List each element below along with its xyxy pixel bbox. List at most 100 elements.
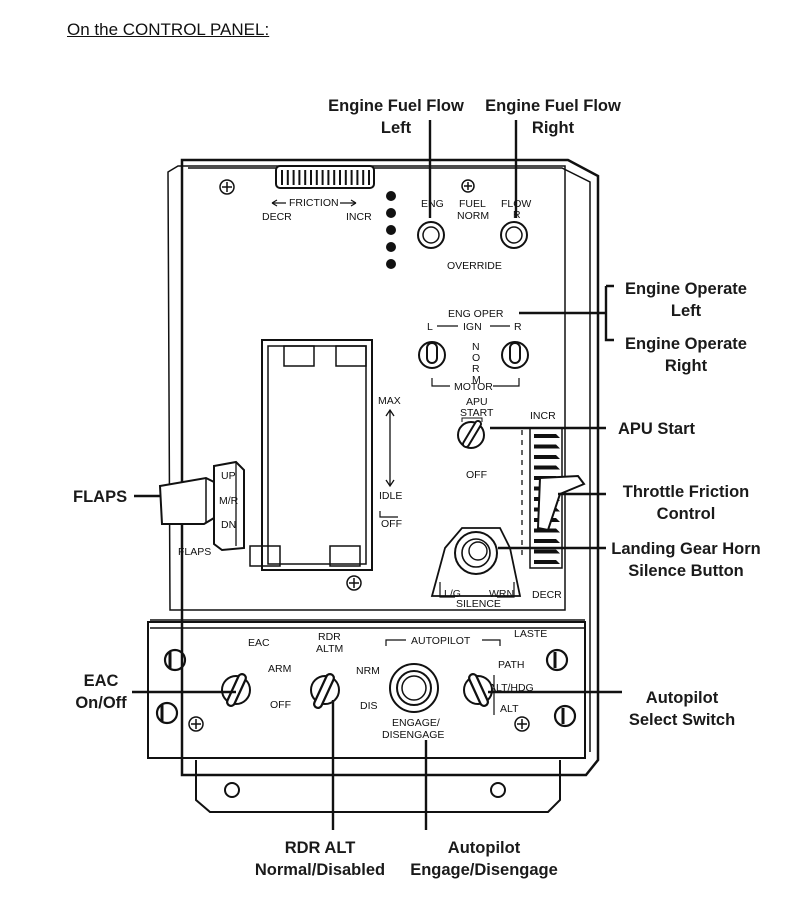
friction-label: FRICTION (289, 197, 339, 209)
callout-flaps: FLAPS (73, 488, 127, 506)
override-label: OVERRIDE (447, 260, 502, 272)
svg-text:Engine Fuel Flow: Engine Fuel Flow (485, 97, 621, 115)
arrow-right-icon (340, 199, 357, 207)
lg-label: L/G (444, 588, 461, 600)
altm-label: ALTM (316, 643, 343, 655)
eac-label: EAC (248, 637, 270, 649)
svg-text:Autopilot: Autopilot (448, 839, 521, 857)
friction-wheel[interactable] (275, 165, 375, 189)
callout-oper-left: Engine Operate Left (625, 280, 747, 320)
eng-label: ENG (421, 198, 444, 210)
max-idle-arrow-icon (385, 408, 395, 488)
svg-text:R: R (472, 363, 480, 375)
callout-autopilot-engage: Autopilot Engage/Disengage (410, 839, 558, 879)
wrn-label: WRN (489, 588, 514, 600)
panel-housing (147, 158, 600, 813)
svg-text:Engine Operate: Engine Operate (625, 335, 747, 353)
throttle-incr-label: INCR (530, 410, 556, 422)
throttle-off-label: OFF (381, 518, 402, 530)
ign-label: IGN (463, 321, 482, 333)
flaps-dn-label: DN (221, 519, 236, 531)
oper-r-label: R (514, 321, 522, 333)
fuel-flow-left-switch[interactable] (417, 221, 445, 249)
alt-label: ALT (500, 703, 519, 715)
svg-text:Control: Control (657, 505, 716, 523)
svg-text:N: N (472, 341, 480, 353)
norm-vertical-label: N O R M (472, 341, 481, 386)
rdr-label: RDR (318, 631, 341, 643)
callout-autopilot-select: Autopilot Select Switch (629, 689, 735, 729)
dis-label: DIS (360, 700, 378, 712)
decr-label: DECR (262, 211, 292, 223)
callout-fuel-right: Engine Fuel Flow Right (485, 97, 621, 137)
svg-text:Engine Fuel Flow: Engine Fuel Flow (328, 97, 464, 115)
autopilot-engage-button[interactable] (389, 663, 439, 713)
svg-text:Right: Right (532, 119, 575, 137)
max-label: MAX (378, 395, 401, 407)
fuel-flow-right-switch[interactable] (500, 221, 528, 249)
callout-apu-start: APU Start (618, 420, 696, 438)
callout-rdr-alt: RDR ALT Normal/Disabled (255, 839, 385, 879)
svg-text:Engage/Disengage: Engage/Disengage (410, 861, 558, 879)
callout-throttle-friction: Throttle Friction Control (623, 483, 750, 523)
engage-label: ENGAGE/ (392, 717, 440, 729)
svg-text:RDR ALT: RDR ALT (285, 839, 356, 857)
apu-start-label: START (460, 407, 494, 419)
idle-label: IDLE (379, 490, 402, 502)
screw-icon (155, 179, 577, 798)
svg-text:Left: Left (381, 119, 412, 137)
svg-text:M: M (472, 374, 481, 386)
flaps-mr-label: M/R (219, 495, 239, 507)
svg-text:APU Start: APU Start (618, 420, 696, 438)
path-label: PATH (498, 659, 524, 671)
autopilot-label: AUTOPILOT (411, 635, 471, 647)
fuel-label: FUEL (459, 198, 486, 210)
flaps-selector (213, 460, 245, 552)
svg-text:FLAPS: FLAPS (73, 488, 127, 506)
eac-off-label: OFF (270, 699, 291, 711)
svg-text:O: O (472, 352, 480, 364)
svg-text:On/Off: On/Off (75, 694, 127, 712)
arrow-left-icon (271, 199, 286, 207)
svg-text:EAC: EAC (84, 672, 119, 690)
callout-oper-right: Engine Operate Right (625, 335, 747, 375)
eac-switch[interactable] (221, 673, 251, 707)
eng-oper-label: ENG OPER (448, 308, 504, 320)
apu-start-switch[interactable] (457, 420, 485, 449)
flaps-lever[interactable] (158, 476, 215, 525)
indicator-lights (386, 191, 396, 269)
svg-text:Right: Right (665, 357, 708, 375)
throttle-decr-label: DECR (532, 589, 562, 601)
apu-label: APU (466, 396, 488, 408)
disengage-label: DISENGAGE (382, 729, 444, 741)
apu-off-label: OFF (466, 469, 487, 481)
svg-text:Left: Left (671, 302, 702, 320)
svg-text:Select Switch: Select Switch (629, 711, 735, 729)
rdr-altm-switch[interactable] (310, 673, 340, 709)
engine-operate-left-switch[interactable] (418, 341, 446, 369)
callout-eac: EAC On/Off (75, 672, 127, 712)
silence-label: SILENCE (456, 598, 501, 610)
throttle-quadrant (249, 339, 373, 571)
callout-fuel-left: Engine Fuel Flow Left (328, 97, 464, 137)
laste-label: LASTE (514, 628, 547, 640)
callout-leaders (132, 120, 622, 830)
svg-text:Landing Gear Horn: Landing Gear Horn (611, 540, 760, 558)
svg-text:Silence Button: Silence Button (628, 562, 744, 580)
arm-label: ARM (268, 663, 291, 675)
incr-label: INCR (346, 211, 372, 223)
gear-horn-silence-button[interactable] (454, 531, 498, 575)
autopilot-select-switch[interactable] (463, 673, 493, 707)
svg-text:Throttle Friction: Throttle Friction (623, 483, 750, 501)
nrm-label: NRM (356, 665, 380, 677)
motor-label: MOTOR (454, 381, 493, 393)
callout-gear-horn: Landing Gear Horn Silence Button (611, 540, 760, 580)
svg-text:Autopilot: Autopilot (646, 689, 719, 707)
engine-operate-right-switch[interactable] (501, 341, 529, 369)
oper-l-label: L (427, 321, 433, 333)
svg-text:Normal/Disabled: Normal/Disabled (255, 861, 385, 879)
norm-label: NORM (457, 210, 489, 222)
flaps-panel-label: FLAPS (178, 546, 211, 558)
svg-text:Engine Operate: Engine Operate (625, 280, 747, 298)
